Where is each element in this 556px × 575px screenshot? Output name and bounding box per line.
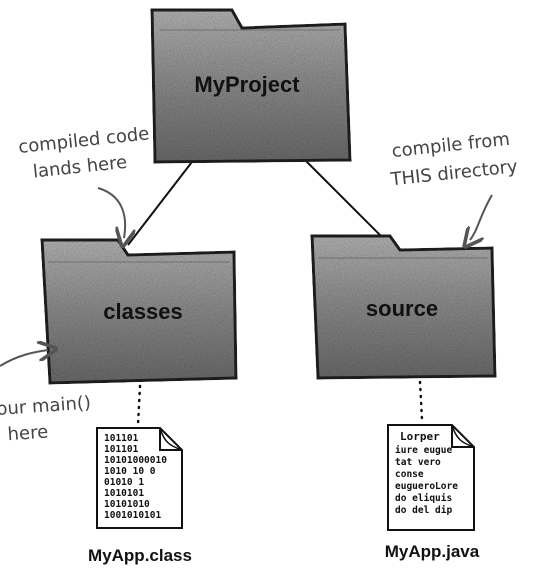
file-myapp-java[interactable]: Lorper iure eugue tat vero conse euguero…	[387, 424, 475, 531]
folder-classes-label: classes	[103, 299, 183, 324]
svg-text:compiled code lands here: compiled code lands here	[17, 123, 158, 184]
svg-text:your main() here: your main() here	[0, 392, 99, 447]
annotation-main-arrow	[0, 350, 48, 367]
annotation-compiled-line-1: compiled code	[17, 123, 150, 158]
annotation-compiled-line-2: lands here	[32, 152, 128, 183]
annotation-compile-arrow	[470, 194, 493, 240]
annotation-main-line-2: here	[7, 422, 49, 446]
file-java-contents: Lorper iure eugue tat vero conse euguero…	[395, 430, 464, 516]
annotation-compiled-code: compiled code lands here	[17, 123, 158, 238]
annotation-main-line-1: your main()	[0, 392, 92, 420]
file-java-name: MyApp.java	[385, 542, 480, 561]
folder-source[interactable]: source	[310, 234, 497, 380]
annotation-compile-line-1: compile from	[391, 129, 511, 162]
folder-classes[interactable]: classes	[40, 238, 238, 385]
annotation-main-here: your main() here	[0, 350, 99, 447]
file-class-name: MyApp.class	[88, 546, 192, 565]
annotation-compile-line-2: THIS directory	[389, 156, 519, 190]
annotation-compile-from: compile from THIS directory	[386, 128, 520, 240]
file-myapp-class[interactable]: 101101 101101 10101000010 1010 10 0 0101…	[96, 427, 183, 529]
folder-myproject-label: MyProject	[194, 72, 300, 97]
file-class-contents: 101101 101101 10101000010 1010 10 0 0101…	[104, 433, 173, 521]
folder-source-label: source	[366, 296, 438, 321]
folder-myproject[interactable]: MyProject	[150, 8, 352, 164]
annotation-compiled-arrow	[97, 187, 125, 238]
svg-text:compile from THIS direct: compile from THIS directory	[386, 128, 520, 190]
dotted-source-to-file	[418, 380, 424, 422]
dotted-classes-to-file	[136, 384, 142, 427]
